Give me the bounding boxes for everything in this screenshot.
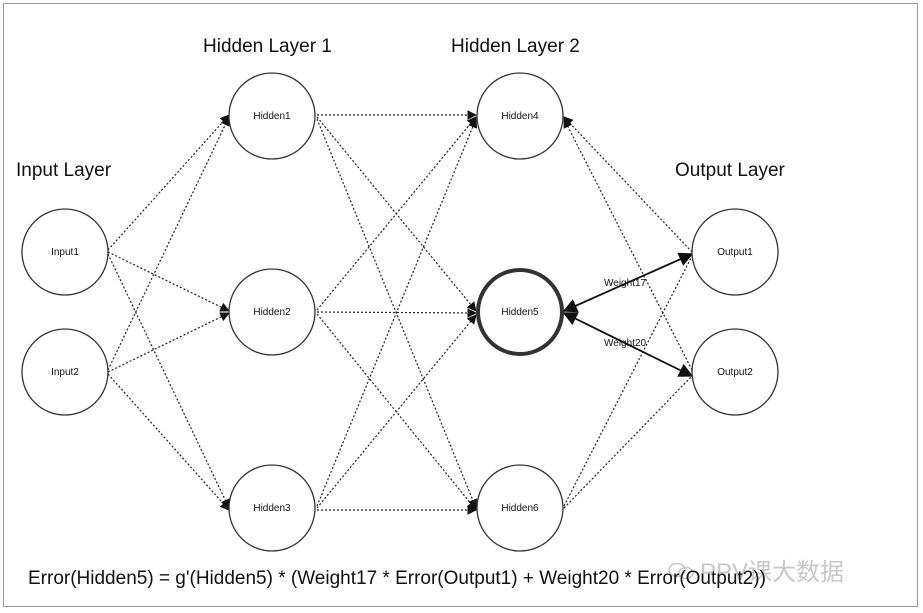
node-hidden1-circle bbox=[228, 72, 316, 160]
edges-hidden1-to-hidden2 bbox=[316, 110, 478, 515]
node-hidden3-label: Hidden3 bbox=[253, 503, 291, 514]
input-layer-title: Input Layer bbox=[16, 160, 112, 181]
edge-output1-hidden4 bbox=[563, 116, 693, 253]
node-input1-label: Input1 bbox=[51, 247, 79, 258]
node-output2-circle bbox=[691, 328, 779, 416]
edges-hidden2-to-output bbox=[563, 116, 693, 509]
node-hidden5-label: Hidden5 bbox=[501, 307, 539, 318]
node-hidden4-label: Hidden4 bbox=[501, 111, 539, 122]
node-hidden6-circle bbox=[476, 464, 564, 552]
edge-weight17 bbox=[562, 252, 694, 313]
edges-backprop bbox=[562, 252, 694, 377]
edge-input1-hidden2 bbox=[107, 251, 230, 312]
node-hidden6 bbox=[476, 464, 564, 552]
diagram-frame bbox=[3, 3, 918, 607]
node-output2-label: Output2 bbox=[717, 367, 753, 378]
weight20-label: Weight20 bbox=[604, 338, 647, 349]
edge-hidden2-hidden5 bbox=[316, 308, 477, 318]
node-hidden3 bbox=[228, 464, 316, 552]
node-output1-label: Output1 bbox=[717, 247, 753, 258]
node-input2-circle bbox=[21, 328, 109, 416]
node-hidden3-circle bbox=[228, 464, 316, 552]
node-hidden1 bbox=[228, 72, 316, 160]
node-hidden6-label: Hidden6 bbox=[501, 503, 539, 514]
node-output1-circle bbox=[691, 208, 779, 296]
edge-input1-hidden1 bbox=[107, 114, 230, 251]
node-input1 bbox=[21, 208, 109, 296]
edge-input2-hidden3 bbox=[107, 373, 230, 511]
hidden-layer-2-title: Hidden Layer 2 bbox=[451, 36, 580, 57]
node-input2-label: Input2 bbox=[51, 367, 79, 378]
edges-input-to-hidden1 bbox=[107, 114, 230, 511]
edge-weight20 bbox=[562, 312, 694, 377]
edge-hidden2-hidden4 bbox=[316, 116, 477, 311]
edge-input2-hidden1 bbox=[107, 116, 230, 371]
output-layer-title: Output Layer bbox=[675, 160, 785, 181]
edge-input2-hidden2 bbox=[107, 312, 230, 373]
node-hidden2-circle bbox=[228, 268, 316, 356]
watermark: PPV课大数据 bbox=[668, 552, 844, 587]
node-input2 bbox=[21, 328, 109, 416]
node-hidden5 bbox=[476, 268, 564, 356]
edge-input1-hidden3 bbox=[107, 253, 230, 509]
watermark-text: PPV课大数据 bbox=[700, 559, 845, 586]
node-output1 bbox=[691, 208, 779, 296]
node-hidden4-circle bbox=[476, 72, 564, 160]
edge-hidden3-hidden5 bbox=[316, 314, 477, 509]
weight17-label: Weight17 bbox=[604, 278, 647, 289]
edge-hidden6-output2 bbox=[563, 375, 693, 509]
hidden-layer-1-title: Hidden Layer 1 bbox=[203, 36, 332, 57]
node-hidden2 bbox=[228, 268, 316, 356]
edge-hidden3-hidden4 bbox=[316, 118, 478, 507]
node-hidden5-circle bbox=[476, 268, 564, 356]
node-hidden4 bbox=[476, 72, 564, 160]
edge-hidden6-output1 bbox=[563, 255, 693, 507]
node-input1-circle bbox=[21, 208, 109, 296]
edge-output2-hidden4 bbox=[563, 118, 693, 371]
chat-bubble-icon bbox=[668, 560, 694, 580]
node-output2 bbox=[691, 328, 779, 416]
node-hidden1-label: Hidden1 bbox=[253, 111, 291, 122]
node-hidden2-label: Hidden2 bbox=[253, 307, 291, 318]
error-formula: Error(Hidden5) = g'(Hidden5) * (Weight17… bbox=[28, 568, 766, 589]
